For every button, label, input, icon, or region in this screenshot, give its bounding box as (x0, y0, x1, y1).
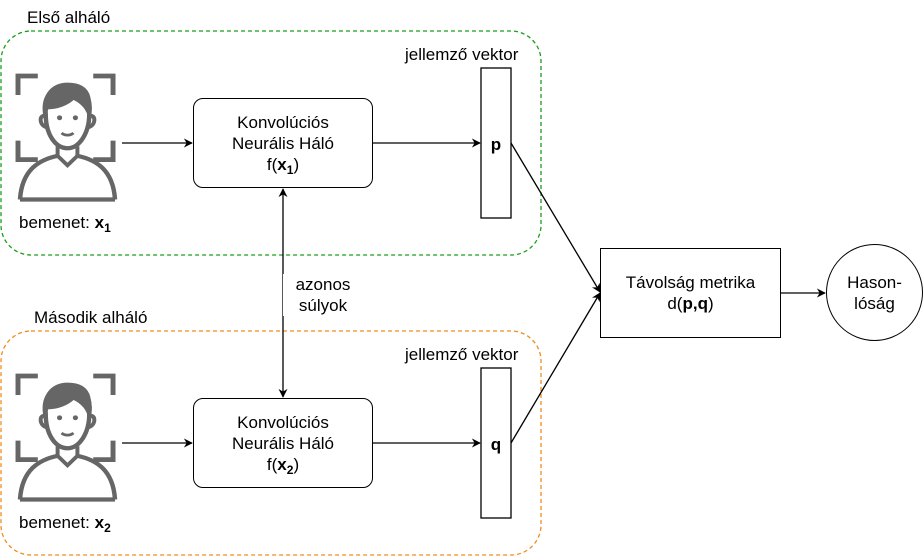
face-scan-icon-2 (18, 376, 115, 500)
subnet1-feature-label: jellemző vektor (405, 45, 519, 64)
subnet2-cnn-func-sub: 2 (286, 462, 294, 477)
subnet1-cnn-line2: Neurális Háló (231, 133, 335, 153)
distance-func-args: p,q (682, 294, 708, 313)
distance-func-prefix: d( (667, 294, 683, 313)
subnet1-cnn-func-var: x (277, 154, 287, 174)
subnet2-input-var: x (94, 513, 105, 532)
subnet2-cnn-func-suffix: ) (293, 454, 300, 474)
arrow-p-to-distance (510, 142, 601, 293)
subnet2-cnn-func: f(x2) (266, 454, 300, 477)
subnet1-cnn-func: f(x1) (266, 154, 300, 177)
arrow-q-to-distance (510, 292, 601, 444)
distance-metric-func: d(p,q) (667, 293, 713, 314)
shared-weights-line2: súlyok (298, 296, 348, 315)
subnet2-cnn-line2: Neurális Háló (231, 433, 335, 453)
subnet1-cnn-func-suffix: ) (293, 154, 300, 174)
feature-vector-q-box (480, 367, 512, 519)
distance-metric-box: Távolság metrika d(p,q) (600, 248, 781, 338)
similarity-line2: lóság (854, 293, 895, 313)
subnet2-input-text: bemenet: (19, 513, 90, 532)
subnet2-feature-label: jellemző vektor (405, 345, 519, 364)
similarity-line1: Hason- (847, 272, 902, 292)
subnet2-cnn-box: Konvolúciós Neurális Háló f(x2) (193, 398, 373, 488)
distance-func-suffix: ) (707, 294, 714, 313)
subnet2-cnn-func-prefix: f( (266, 454, 278, 474)
subnet2-title: Második alháló (34, 308, 148, 327)
feature-vector-p-label: p (490, 135, 502, 154)
shared-weights-label: azonos súlyok (283, 274, 363, 316)
subnet1-input-sub: 1 (104, 221, 111, 235)
similarity-circle: Hason- lóság (826, 244, 923, 341)
subnet1-cnn-line1: Konvolúciós (237, 112, 329, 132)
subnet2-group-frame (0, 330, 542, 556)
subnet1-cnn-func-prefix: f( (266, 154, 278, 174)
subnet1-input-text: bemenet: (19, 213, 90, 232)
subnet2-input-label: bemenet: x2 (19, 512, 111, 535)
face-scan-icon-1 (18, 76, 115, 200)
subnet2-cnn-line1: Konvolúciós (237, 412, 329, 432)
subnet1-title: Első alháló (27, 8, 111, 27)
subnet2-cnn-func-var: x (277, 454, 287, 474)
subnet1-cnn-box: Konvolúciós Neurális Háló f(x1) (193, 98, 373, 188)
distance-metric-line1: Távolság metrika (625, 273, 756, 292)
subnet2-input-sub: 2 (104, 521, 111, 535)
subnet1-cnn-func-sub: 1 (286, 162, 294, 177)
feature-vector-q-label: q (490, 435, 502, 454)
subnet1-input-label: bemenet: x1 (19, 212, 111, 235)
subnet1-input-var: x (94, 213, 105, 232)
shared-weights-line1: azonos (295, 275, 351, 294)
subnet1-group-frame (0, 30, 542, 256)
